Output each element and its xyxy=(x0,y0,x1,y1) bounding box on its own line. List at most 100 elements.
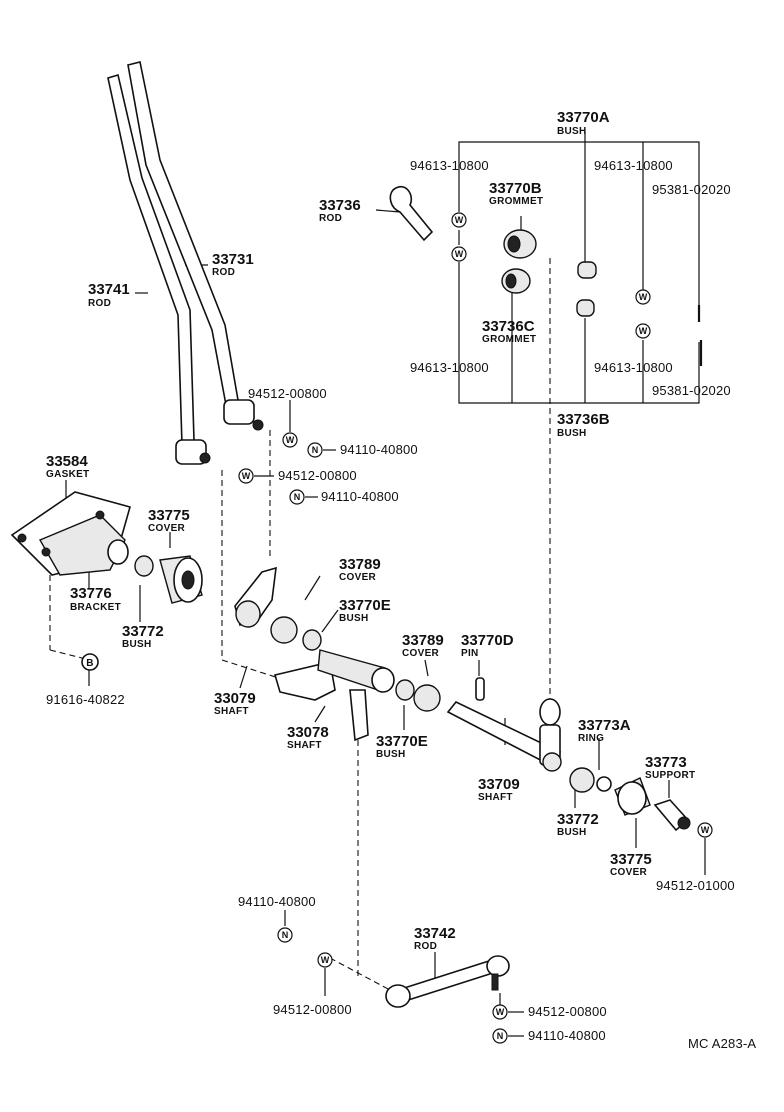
label-33775-l-num: 33775 xyxy=(148,507,190,524)
label-94512-d: 94512-00800 xyxy=(528,1004,607,1019)
label-95381-t: 95381-02020 xyxy=(652,182,731,197)
cover-33789-a-shape xyxy=(270,616,298,644)
label-33770E-b-num: 33770E xyxy=(376,733,428,750)
ring-33773A-shape xyxy=(596,776,612,792)
label-33770A-num: 33770A xyxy=(557,109,610,126)
bolt-91616-shape: B xyxy=(81,653,99,671)
cover-33775-right-shape xyxy=(614,777,651,816)
diagram-code: MC A283-A xyxy=(688,1036,756,1051)
label-33770D-name: PIN xyxy=(461,648,479,659)
label-94613-tl: 94613-10800 xyxy=(410,158,489,173)
label-33584-name: GASKET xyxy=(46,469,89,480)
bush-33772-right-shape xyxy=(569,767,595,793)
svg-text:W: W xyxy=(639,292,648,302)
bush-33770A-shape xyxy=(577,261,597,279)
label-33775-r-num: 33775 xyxy=(610,851,652,868)
label-33775-r-name: COVER xyxy=(610,867,648,878)
label-33770E-b-name: BUSH xyxy=(376,749,406,760)
washer-icon: W xyxy=(492,1004,508,1020)
label-33079-name: SHAFT xyxy=(214,706,249,717)
bush-33736B-shape xyxy=(576,299,595,317)
label-94110-d: 94110-40800 xyxy=(528,1028,606,1043)
label-94512-a: 94512-00800 xyxy=(248,386,327,401)
label-33736-num: 33736 xyxy=(319,197,361,214)
washer-icon: W xyxy=(282,432,298,448)
shaft-33079-shape xyxy=(234,566,277,628)
label-94613-br: 94613-10800 xyxy=(594,360,673,375)
washer-icon: W xyxy=(697,822,713,838)
nut-icon: N xyxy=(277,927,293,943)
shaft-33709-shape xyxy=(446,698,562,772)
label-33776-num: 33776 xyxy=(70,585,112,602)
label-91616: 91616-40822 xyxy=(46,692,125,707)
bracket-33776-shape xyxy=(10,491,131,576)
svg-text:N: N xyxy=(497,1031,504,1041)
label-33741-num: 33741 xyxy=(88,281,130,298)
label-94613-tr: 94613-10800 xyxy=(594,158,673,173)
label-94613-bl: 94613-10800 xyxy=(410,360,489,375)
svg-text:W: W xyxy=(242,471,251,481)
label-33789-a-num: 33789 xyxy=(339,556,381,573)
rod-33731-shape xyxy=(127,61,264,431)
label-33742-num: 33742 xyxy=(414,925,456,942)
rod-33742-shape xyxy=(385,955,510,1008)
washer-icon: W xyxy=(317,952,333,968)
label-33770D-num: 33770D xyxy=(461,632,514,649)
label-33736B-name: BUSH xyxy=(557,428,587,439)
label-33078-name: SHAFT xyxy=(287,740,322,751)
nut-icon: N xyxy=(289,489,305,505)
label-33770E-a-name: BUSH xyxy=(339,613,369,624)
shaft-33078-shape xyxy=(273,649,395,742)
label-33078-num: 33078 xyxy=(287,724,329,741)
label-33776-name: BRACKET xyxy=(70,602,121,613)
label-33079-num: 33079 xyxy=(214,690,256,707)
washer-icon: W xyxy=(451,212,467,228)
label-33772-l-num: 33772 xyxy=(122,623,164,640)
svg-text:W: W xyxy=(496,1007,505,1017)
part-labels: 33770A BUSH 94613-10800 94613-10800 9538… xyxy=(46,109,756,1051)
svg-text:B: B xyxy=(86,658,94,669)
svg-text:W: W xyxy=(455,249,464,259)
label-33770E-a-num: 33770E xyxy=(339,597,391,614)
bush-33770E-a-shape xyxy=(302,629,322,651)
label-94110-b: 94110-40800 xyxy=(321,489,399,504)
label-33773-name: SUPPORT xyxy=(645,770,695,781)
label-33770B-name: GROMMET xyxy=(489,196,543,207)
label-33789-a-name: COVER xyxy=(339,572,377,583)
label-33773A-num: 33773A xyxy=(578,717,631,734)
label-33772-r-num: 33772 xyxy=(557,811,599,828)
svg-text:W: W xyxy=(321,955,330,965)
nut-icon: N xyxy=(492,1028,508,1044)
label-94110-a: 94110-40800 xyxy=(340,442,418,457)
svg-text:W: W xyxy=(701,825,710,835)
label-94110-c: 94110-40800 xyxy=(238,894,316,909)
label-94512-c: 94512-00800 xyxy=(273,1002,352,1017)
label-33736B-num: 33736B xyxy=(557,411,610,428)
rod-33741-shape xyxy=(107,73,211,465)
label-33736C-name: GROMMET xyxy=(482,334,536,345)
label-33736-name: ROD xyxy=(319,213,342,224)
svg-text:N: N xyxy=(294,492,301,502)
pin-33770D-shape xyxy=(475,677,485,701)
rod-33736-shape xyxy=(389,185,434,242)
label-33709-num: 33709 xyxy=(478,776,520,793)
label-33775-l-name: COVER xyxy=(148,523,186,534)
cover-33775-left-shape xyxy=(159,555,203,604)
cover-33789-b-shape xyxy=(413,684,441,712)
label-33773-num: 33773 xyxy=(645,754,687,771)
label-33709-name: SHAFT xyxy=(478,792,513,803)
label-33736C-num: 33736C xyxy=(482,318,535,335)
nut-icon: N xyxy=(307,442,323,458)
label-33789-b-num: 33789 xyxy=(402,632,444,649)
label-33772-r-name: BUSH xyxy=(557,827,587,838)
label-33772-l-name: BUSH xyxy=(122,639,152,650)
cotter-pin-shapes xyxy=(697,305,703,366)
svg-text:W: W xyxy=(286,435,295,445)
label-33773A-name: RING xyxy=(578,733,604,744)
svg-text:W: W xyxy=(639,326,648,336)
label-94512-r: 94512-01000 xyxy=(656,878,735,893)
grommet-33736C-shape xyxy=(501,268,531,294)
label-33742-name: ROD xyxy=(414,941,437,952)
label-33789-b-name: COVER xyxy=(402,648,440,659)
